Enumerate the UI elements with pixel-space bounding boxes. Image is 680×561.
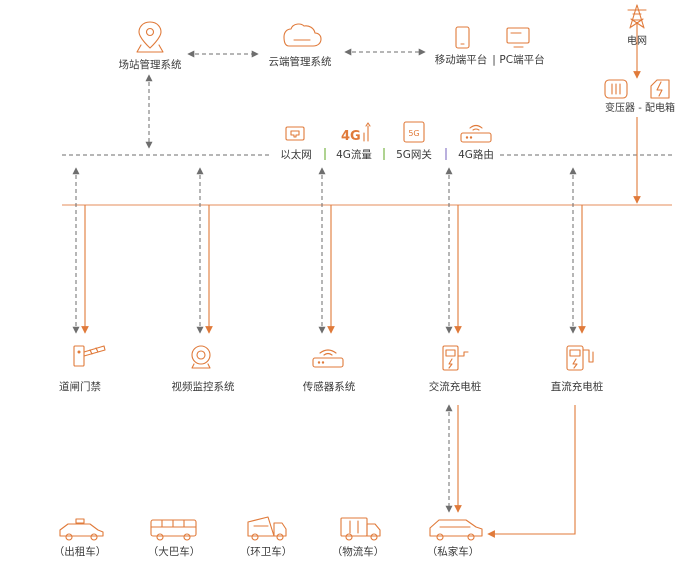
- dc-pile-label: 直流充电桩: [551, 380, 604, 393]
- private-car-label: （私家车）: [427, 545, 480, 558]
- ac-pile-node: 交流充电桩: [429, 345, 482, 393]
- taxi-icon: [59, 518, 104, 541]
- bus-label: （大巴车）: [148, 545, 201, 558]
- ethernet-label: 以太网: [280, 148, 312, 161]
- lte-label: 4G流量: [336, 148, 372, 161]
- pc-platform-label: PC端平台: [499, 53, 544, 66]
- platform-divider: |: [492, 54, 496, 66]
- gateway-5g-icon: 5G: [403, 121, 425, 143]
- router-4g-label: 4G路由: [458, 148, 494, 161]
- lte-badge: 4G: [341, 129, 361, 144]
- connector-lines: [62, 22, 672, 538]
- taxi-node: （出租车）: [54, 518, 107, 558]
- station-mgmt-label: 场站管理系统: [119, 58, 182, 71]
- sensor-node: 传感器系统: [303, 349, 356, 393]
- grid-node: 电网: [627, 4, 647, 47]
- logistics-truck-icon: [340, 517, 381, 541]
- logistics-label: （物流车）: [332, 545, 385, 558]
- power-tower-icon: [627, 4, 647, 29]
- private-car-node: （私家车）: [427, 519, 483, 558]
- sanitation-node: （环卫车）: [240, 516, 293, 558]
- cloud-icon: [283, 23, 322, 47]
- dc-pile-node: 直流充电桩: [551, 345, 604, 393]
- lte-node: 4G 4G流量: [336, 122, 372, 161]
- gateway-5g-node: 5G 5G网关: [396, 121, 432, 161]
- cloud-mgmt-label: 云端管理系统: [269, 55, 332, 68]
- signal-4g-icon: 4G: [341, 122, 371, 144]
- monitor-icon: [506, 27, 530, 48]
- car-icon: [429, 519, 483, 541]
- gate-node: 道闸门禁: [59, 345, 106, 393]
- sanitation-label: （环卫车）: [240, 545, 293, 558]
- camera-icon: [191, 345, 211, 369]
- bus-node: （大巴车）: [148, 519, 201, 558]
- grid-label: 电网: [627, 34, 647, 47]
- pc-platform-node: PC端平台: [499, 27, 545, 66]
- ethernet-port-icon: [285, 126, 305, 141]
- router-4g-node: 4G路由: [458, 124, 494, 161]
- ac-charger-icon: [442, 345, 469, 371]
- transformer-icon: [604, 79, 628, 99]
- gateway-5g-badge: 5G: [408, 129, 419, 138]
- logistics-node: （物流车）: [332, 517, 385, 558]
- power-link-dc-car: [487, 405, 576, 538]
- mobile-platform-node: 移动端平台: [435, 26, 488, 66]
- smartphone-icon: [455, 26, 470, 49]
- dc-charger-icon: [566, 345, 594, 371]
- taxi-label: （出租车）: [54, 545, 107, 558]
- gate-label: 道闸门禁: [59, 380, 101, 393]
- cloud-mgmt-node: 云端管理系统: [269, 23, 332, 68]
- router-icon: [460, 124, 492, 143]
- ac-pile-label: 交流充电桩: [429, 380, 482, 393]
- sensor-label: 传感器系统: [303, 380, 356, 393]
- transformer-node: 变压器 - 配电箱: [604, 79, 675, 114]
- bus-icon: [150, 519, 197, 541]
- map-pin-icon: [136, 21, 164, 53]
- sensor-icon: [312, 349, 344, 368]
- ethernet-node: 以太网: [280, 126, 312, 161]
- distribution-box-icon: [650, 79, 670, 99]
- video-label: 视频监控系统: [172, 380, 235, 393]
- sanitation-truck-icon: [247, 516, 287, 541]
- station-mgmt-node: 场站管理系统: [119, 21, 182, 71]
- mobile-platform-label: 移动端平台: [435, 53, 488, 66]
- transformer-label: 变压器 - 配电箱: [605, 101, 675, 114]
- barrier-gate-icon: [73, 345, 106, 367]
- video-node: 视频监控系统: [172, 345, 235, 393]
- gateway-5g-label: 5G网关: [396, 148, 432, 161]
